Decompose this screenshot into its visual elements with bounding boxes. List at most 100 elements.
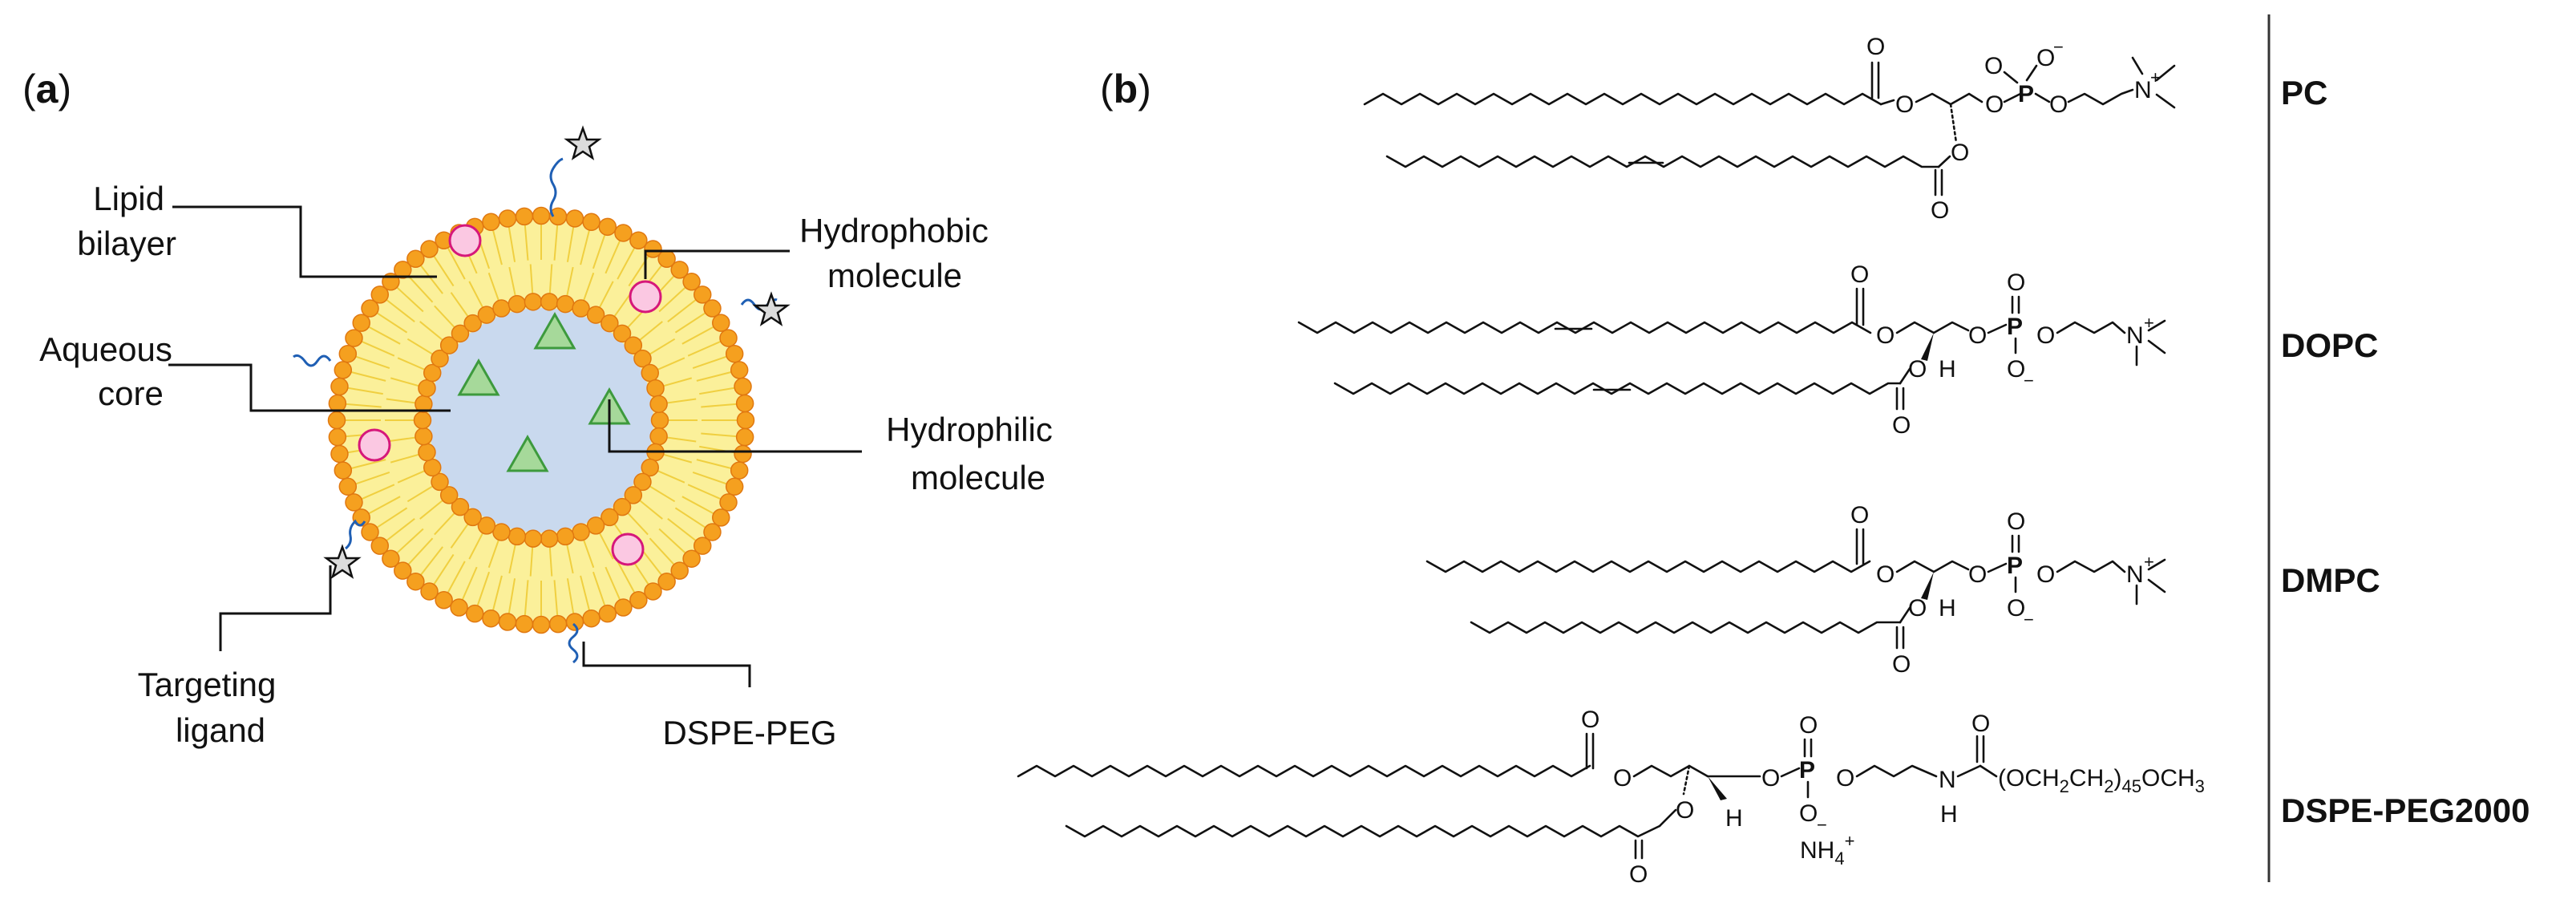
lipid-head-bead bbox=[338, 477, 358, 496]
dmpc-o-carbonyl1: O bbox=[1850, 502, 1869, 528]
pc-ester1 bbox=[1879, 99, 1895, 106]
lipid-head-bead bbox=[649, 395, 668, 414]
lipid-head-bead bbox=[624, 486, 643, 504]
lipid-head-bead bbox=[450, 598, 468, 617]
pc-minus: − bbox=[2053, 37, 2064, 57]
lipid-head-bead bbox=[508, 527, 527, 546]
dspe-h: H bbox=[1725, 805, 1743, 832]
lipid-head-bead bbox=[532, 615, 551, 634]
dopc-o-minus: O bbox=[2007, 356, 2025, 383]
lipid-head-bead bbox=[556, 294, 575, 314]
hydrophobic-molecule bbox=[448, 224, 482, 257]
dopc-o-phos2: O bbox=[2036, 322, 2055, 349]
lipid-head-bead bbox=[482, 213, 500, 232]
panel-b-label: (b) bbox=[1100, 67, 1151, 111]
pc-p-o2 bbox=[2034, 92, 2051, 103]
hydrophilic-molecule bbox=[457, 358, 500, 396]
lipid-head-bead bbox=[641, 363, 659, 383]
lipid-head-bead bbox=[613, 324, 632, 343]
structure-pc: O O O P O − O O N + O bbox=[1363, 34, 2327, 224]
lipid-head-bead bbox=[565, 209, 584, 228]
lipid-head-bead bbox=[328, 427, 347, 447]
dmpc-ester2 bbox=[1899, 606, 1911, 624]
hydrophobic-molecule bbox=[358, 428, 391, 462]
dspe-ester2 bbox=[1658, 808, 1677, 828]
lipid-head-bead bbox=[725, 344, 744, 363]
panel-b: (b) O O O P O − O O N + bbox=[1017, 14, 2530, 888]
panel-a: (a) bbox=[22, 67, 1053, 751]
lipid-head-bead bbox=[735, 394, 754, 413]
pc-o-phos-ester: O bbox=[1985, 91, 2004, 118]
pc-p: P bbox=[2018, 81, 2034, 107]
lipid-head-bead bbox=[406, 572, 425, 591]
pc-n: N bbox=[2134, 77, 2152, 103]
lipid-head-bead bbox=[465, 604, 484, 623]
lipid-head-bead bbox=[572, 299, 590, 318]
label-hydrophilic-line1: Hydrophilic bbox=[886, 411, 1053, 448]
dopc-n: N bbox=[2126, 322, 2144, 349]
pc-glycerol bbox=[1915, 92, 1984, 106]
lipid-head-bead bbox=[734, 377, 752, 396]
label-hydrophilic-line2: molecule bbox=[911, 459, 1045, 496]
dspe-wedge bbox=[1708, 776, 1727, 800]
dspe-c-peg bbox=[1979, 764, 1998, 778]
dmpc-o-ester1: O bbox=[1876, 561, 1895, 588]
lipid-head-bead bbox=[477, 306, 496, 324]
dspe-dash bbox=[1682, 764, 1691, 796]
pc-ester2 bbox=[1937, 155, 1951, 168]
label-lipid-bilayer-line2: bilayer bbox=[77, 225, 176, 262]
lipid-head-bead bbox=[423, 363, 442, 383]
dopc-ester2 bbox=[1899, 367, 1911, 385]
molecule-name-dspe-peg2000: DSPE-PEG2000 bbox=[2281, 792, 2530, 829]
label-dspe-peg: DSPE-PEG bbox=[662, 714, 836, 751]
leader-targeting bbox=[219, 565, 332, 651]
dmpc-minus: − bbox=[2024, 609, 2034, 630]
lipid-head-bead bbox=[641, 458, 659, 477]
lipid-head-bead bbox=[598, 604, 617, 623]
lipid-head-bead bbox=[524, 529, 543, 548]
aqueous-core bbox=[429, 308, 653, 533]
lipid-head-bead bbox=[613, 497, 632, 516]
dmpc-chain1 bbox=[1425, 560, 1871, 573]
pc-methyl1 bbox=[2131, 56, 2144, 75]
lipid-head-bead bbox=[330, 377, 349, 396]
lipid-head-bead bbox=[420, 582, 439, 601]
lipid-head-bead bbox=[515, 207, 534, 226]
lipid-head-bead bbox=[382, 549, 400, 568]
pc-o-sn2: O bbox=[1951, 140, 1969, 166]
dopc-o-carbonyl1: O bbox=[1850, 261, 1869, 288]
lipid-head-bead bbox=[629, 231, 648, 249]
molecule-name-dopc: DOPC bbox=[2281, 326, 2378, 364]
lipid-head-bead bbox=[586, 516, 605, 535]
leader-dspe-peg bbox=[582, 642, 751, 687]
dopc-methyl2 bbox=[2147, 339, 2166, 354]
lipid-head-bead bbox=[670, 561, 689, 580]
pc-glycerol-o2 bbox=[1949, 103, 1958, 144]
lipid-head-bead bbox=[418, 443, 436, 462]
lipid-head-bead bbox=[492, 523, 511, 541]
lipid-head-bead bbox=[548, 614, 568, 634]
lipid-head-bead bbox=[345, 329, 363, 347]
dmpc-h: H bbox=[1939, 595, 1956, 622]
lipid-head-bead bbox=[330, 444, 349, 464]
pc-chain1 bbox=[1363, 92, 1882, 106]
lipid-head-bead bbox=[515, 614, 534, 634]
lipid-head-bead bbox=[498, 613, 517, 631]
dopc-chain2 bbox=[1333, 382, 1902, 395]
label-targeting-line1: Targeting bbox=[138, 666, 277, 703]
lipid-head-bead bbox=[598, 217, 617, 237]
lipid-head-bead bbox=[670, 261, 689, 279]
lipid-head-bead bbox=[345, 493, 363, 512]
lipid-head-bead bbox=[703, 523, 722, 541]
dopc-glycerol bbox=[1895, 321, 1970, 334]
dspe-o-carbonyl2: O bbox=[1629, 861, 1648, 888]
dopc-h: H bbox=[1939, 356, 1956, 383]
dmpc-glycerol bbox=[1895, 560, 1970, 573]
lipid-head-bead bbox=[439, 486, 459, 504]
label-aqueous-core-line2: core bbox=[98, 375, 164, 412]
lipid-head-bead bbox=[540, 529, 559, 548]
label-aqueous-core-line1: Aqueous bbox=[39, 330, 172, 368]
peg-chain bbox=[293, 354, 332, 367]
pc-methyl3 bbox=[2155, 93, 2176, 109]
lipid-head-bead bbox=[431, 349, 449, 368]
